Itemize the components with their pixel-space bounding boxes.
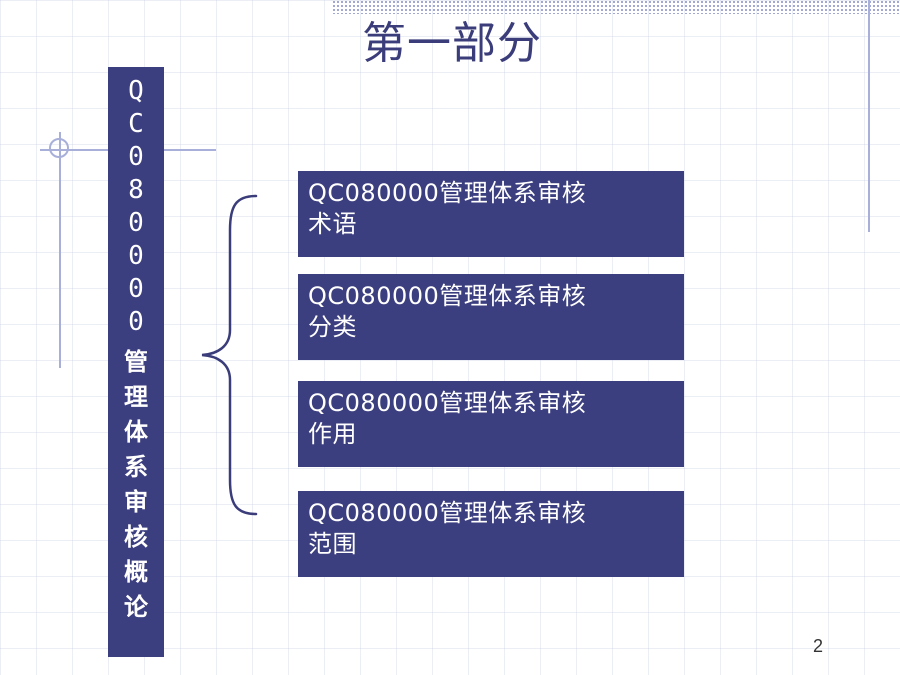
right-decor-rule xyxy=(868,0,870,232)
left-decor-vertical-rule xyxy=(59,132,61,368)
vertical-title-box: QC080000 管理体系审核概论 xyxy=(108,67,164,657)
topic-box-line2: 范围 xyxy=(308,530,357,558)
topic-box-line2: 作用 xyxy=(308,420,357,448)
topic-box-line2: 术语 xyxy=(308,210,357,238)
curly-brace-icon xyxy=(201,194,258,516)
topic-box-line1: QC080000管理体系审核 xyxy=(308,179,587,207)
top-dotted-band xyxy=(332,0,900,14)
vertical-title-latin: QC080000 xyxy=(128,76,144,337)
topic-box-terms[interactable]: QC080000管理体系审核 术语 xyxy=(298,171,684,257)
topic-box-scope[interactable]: QC080000管理体系审核 范围 xyxy=(298,491,684,577)
decor-circle-icon xyxy=(49,138,69,158)
topic-box-line1: QC080000管理体系审核 xyxy=(308,499,587,527)
page-number: 2 xyxy=(813,636,824,656)
topic-box-line1: QC080000管理体系审核 xyxy=(308,389,587,417)
topic-box-line1: QC080000管理体系审核 xyxy=(308,282,587,310)
page-title: 第一部分 xyxy=(362,18,542,69)
topic-box-line2: 分类 xyxy=(308,313,357,341)
vertical-title-cjk: 管理体系审核概论 xyxy=(124,348,148,621)
topic-box-function[interactable]: QC080000管理体系审核 作用 xyxy=(298,381,684,467)
topic-box-classification[interactable]: QC080000管理体系审核 分类 xyxy=(298,274,684,360)
